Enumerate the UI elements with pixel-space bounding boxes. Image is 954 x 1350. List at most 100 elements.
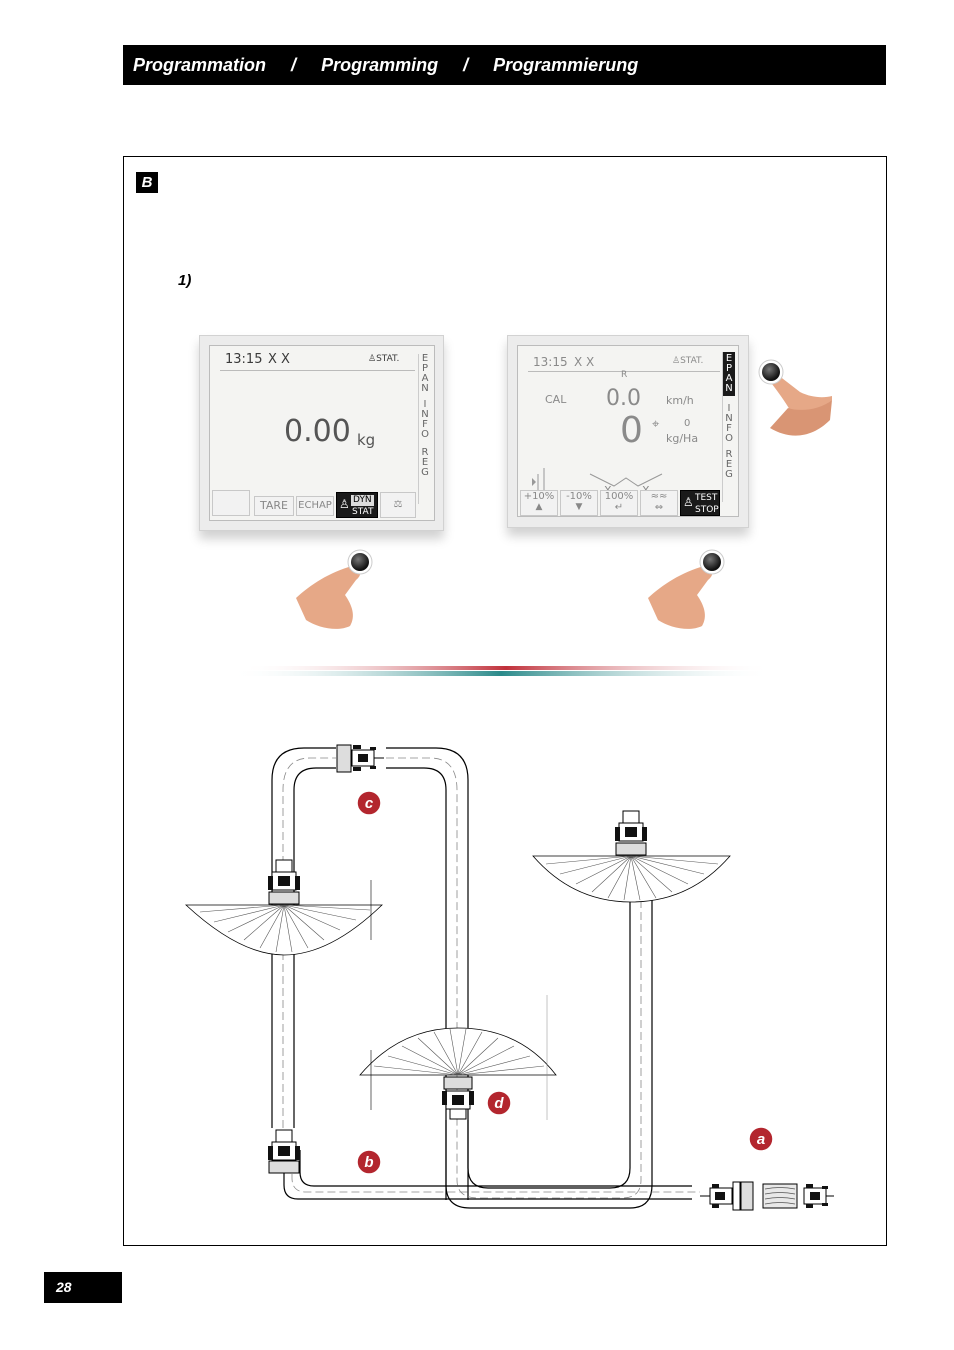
softkey-plus10[interactable]: +10% ▲: [520, 490, 558, 516]
softkey-direction[interactable]: ≈≈ ⇔: [640, 490, 678, 516]
tractor-icon: [442, 1076, 474, 1120]
title-fr: Programmation: [133, 55, 267, 75]
clock: 13:15: [533, 355, 568, 369]
tab-letter: G: [421, 467, 429, 478]
terminal-left: 13:15 X X ♙STAT. 0.00 kg E P A N I N F O…: [199, 335, 444, 531]
tab-letter: F: [726, 423, 732, 434]
softkey-test-stop[interactable]: ♙ TEST STOP: [680, 490, 720, 516]
dose-value: 0: [620, 410, 643, 451]
operator-icon: ♙: [683, 495, 694, 509]
up-arrow-icon: ▲: [535, 502, 543, 512]
header-bar: Programmation / Programming / Programmie…: [123, 45, 886, 85]
dyn-label: DYN: [351, 495, 374, 506]
label-badge-a: a: [748, 1126, 774, 1152]
tab-info[interactable]: I N F O: [419, 400, 431, 440]
row-letter: R: [621, 370, 628, 380]
tab-letter: E: [725, 459, 733, 470]
tab-letter: F: [422, 419, 428, 430]
softkey-dyn-stat[interactable]: ♙ DYN STAT: [336, 492, 378, 518]
status-label: STAT.: [376, 354, 400, 364]
tab-epan[interactable]: E P A N: [419, 354, 431, 394]
side-tabs: E P A N I N F O R E G: [418, 354, 432, 504]
spread-fan: [359, 1027, 557, 1076]
tab-reg[interactable]: R E G: [723, 450, 735, 480]
scale-icon: ⚖: [393, 499, 403, 510]
tab-letter: I: [423, 399, 427, 410]
dose-sub: 0: [684, 418, 691, 429]
person-icon: ♙: [672, 356, 681, 366]
softkey-100[interactable]: 100% ↵: [600, 490, 638, 516]
softkey-label: -10%: [566, 491, 592, 502]
terminal-right: 13:15 X X ♙STAT. R CAL 0.0 km/h 0 ⌖ 0 kg…: [507, 335, 749, 528]
tab-letter: P: [421, 363, 429, 374]
page-number: 28: [44, 1272, 122, 1303]
lcd-screen-right: 13:15 X X ♙STAT. R CAL 0.0 km/h 0 ⌖ 0 kg…: [517, 345, 739, 517]
title-separator: /: [463, 55, 469, 75]
label-badge-d: d: [486, 1090, 512, 1116]
header-marks: X X: [574, 355, 595, 369]
tab-epan[interactable]: E P A N: [723, 352, 735, 396]
tab-letter: N: [421, 409, 429, 420]
gps-icon: ⌖: [652, 417, 660, 432]
title-de: Programmierung: [493, 55, 639, 75]
down-arrow-icon: ▼: [575, 502, 583, 512]
status-label: STAT.: [680, 356, 704, 366]
tab-letter: G: [725, 469, 733, 480]
section-frame: [123, 156, 887, 1246]
tab-reg[interactable]: R E G: [419, 448, 431, 478]
side-tabs: E P A N I N F O R E G: [722, 352, 736, 502]
tab-letter: N: [421, 383, 429, 394]
spread-fan: [184, 904, 383, 956]
tab-letter: O: [421, 429, 429, 440]
label-c: c: [365, 795, 374, 812]
speed-value: 0.0: [606, 386, 641, 411]
tab-info[interactable]: I N F O: [723, 404, 735, 444]
softkey-label: +10%: [523, 491, 555, 502]
step-number: 1): [178, 272, 192, 289]
tab-letter: E: [421, 353, 429, 364]
tab-letter: A: [725, 373, 733, 384]
return-arrow-icon: ↵: [614, 502, 624, 513]
tab-letter: O: [725, 433, 733, 444]
softkey-blank[interactable]: [212, 490, 250, 516]
tab-letter: N: [725, 413, 733, 424]
person-icon: ♙: [368, 354, 377, 364]
softkey-tare[interactable]: TARE: [254, 496, 294, 516]
tractor-icon: [615, 810, 647, 856]
tractor-icon: [268, 859, 300, 905]
lcd-screen-left: 13:15 X X ♙STAT. 0.00 kg E P A N I N F O…: [209, 345, 435, 521]
softkey-minus10[interactable]: -10% ▼: [560, 490, 598, 516]
tab-letter: I: [727, 403, 731, 414]
speed-unit: km/h: [666, 394, 694, 407]
softkey-label: 100%: [604, 491, 634, 502]
tab-letter: N: [725, 383, 733, 394]
tab-letter: E: [421, 457, 429, 468]
operator-icon: ♙: [339, 497, 350, 511]
divider: [528, 371, 720, 372]
clock: 13:15: [225, 352, 263, 367]
label-b: b: [364, 1154, 373, 1171]
dose-unit: kg/Ha: [666, 432, 699, 445]
test-label: TEST: [695, 493, 718, 503]
tab-letter: A: [421, 373, 429, 384]
stat-label: STAT: [352, 507, 374, 517]
header-marks: X X: [268, 352, 290, 367]
title-separator: /: [291, 55, 297, 75]
tab-letter: P: [725, 363, 733, 374]
status-text: ♙STAT.: [672, 356, 703, 366]
label-a: a: [757, 1131, 765, 1148]
spread-fan: [532, 855, 731, 903]
finger-icon: [648, 549, 725, 629]
title-en: Programming: [321, 55, 439, 75]
softkey-scale[interactable]: ⚖: [380, 492, 416, 518]
label-d: d: [494, 1095, 504, 1112]
left-right-arrow-icon: ⇔: [654, 502, 664, 513]
softkey-echap[interactable]: ECHAP: [296, 496, 334, 516]
tractor-icon: [700, 1181, 754, 1211]
section-badge: B: [136, 172, 158, 193]
tab-letter: E: [725, 353, 733, 364]
finger-icon: [758, 359, 832, 436]
